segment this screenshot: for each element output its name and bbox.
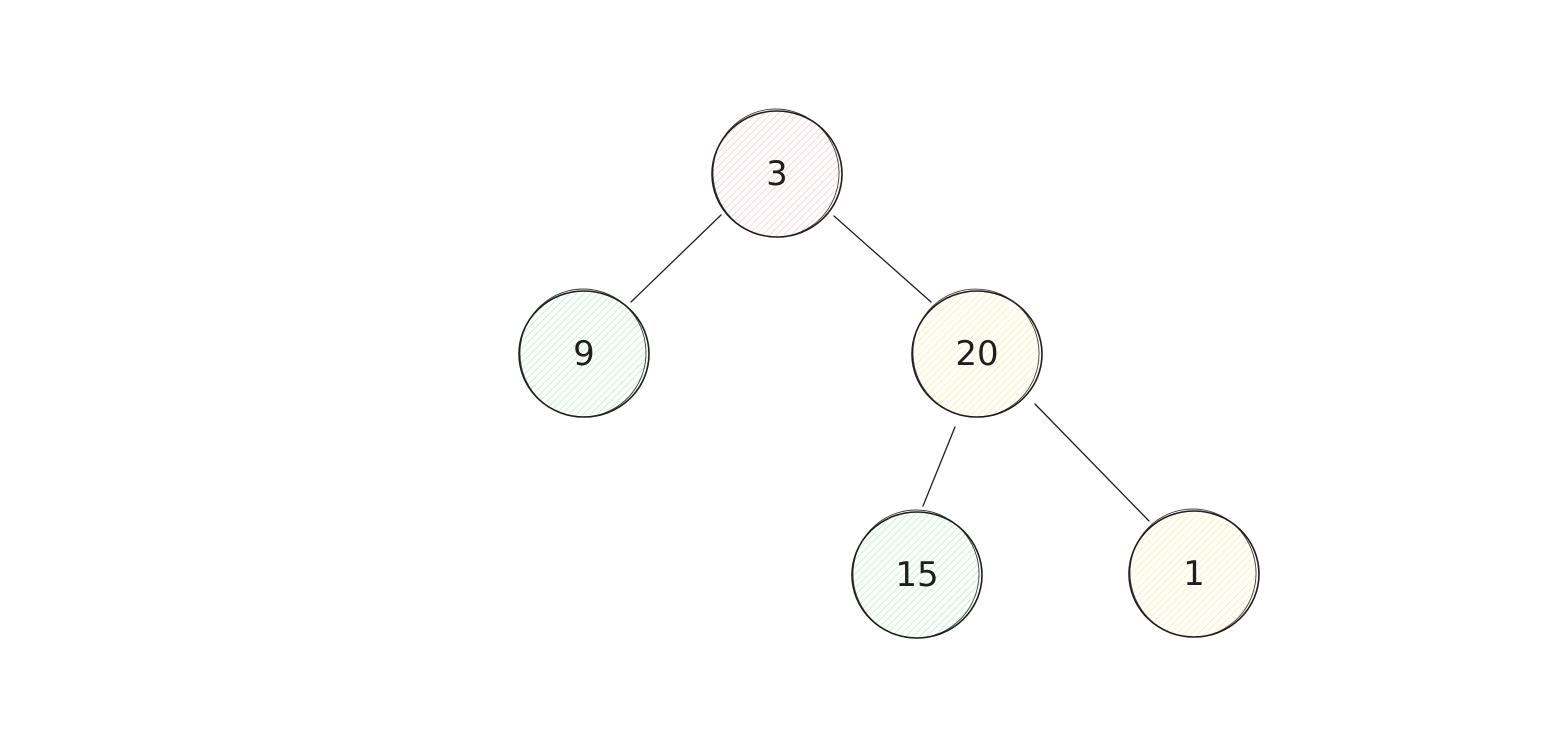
- tree-node-1: 1: [1128, 508, 1260, 638]
- edge-20-15: [922, 426, 956, 507]
- node-outline-sketch: [1129, 508, 1257, 638]
- node-circle: [853, 513, 981, 637]
- node-circle: [913, 292, 1041, 416]
- node-circle: [713, 112, 841, 236]
- node-label: 15: [895, 555, 938, 595]
- edge-3-20: [833, 215, 932, 303]
- node-outline-sketch: [519, 288, 647, 418]
- node-label: 9: [573, 334, 595, 374]
- node-label: 20: [955, 334, 998, 374]
- nodes: 3 9 20 15 1: [518, 108, 1260, 639]
- node-circle: [1130, 512, 1258, 636]
- tree-node-20: 20: [911, 288, 1043, 418]
- tree-node-3: 3: [711, 108, 843, 238]
- tree-node-15: 15: [851, 509, 983, 639]
- edge-3-9: [630, 214, 722, 303]
- node-circle: [520, 292, 648, 416]
- tree-node-9: 9: [518, 288, 650, 418]
- edges: [630, 214, 1150, 522]
- node-outline-sketch: [712, 108, 840, 238]
- edge-20-1: [1034, 403, 1150, 522]
- node-outline-sketch: [852, 509, 980, 639]
- node-outline-sketch: [912, 288, 1040, 418]
- node-label: 1: [1183, 554, 1205, 594]
- node-label: 3: [766, 154, 788, 194]
